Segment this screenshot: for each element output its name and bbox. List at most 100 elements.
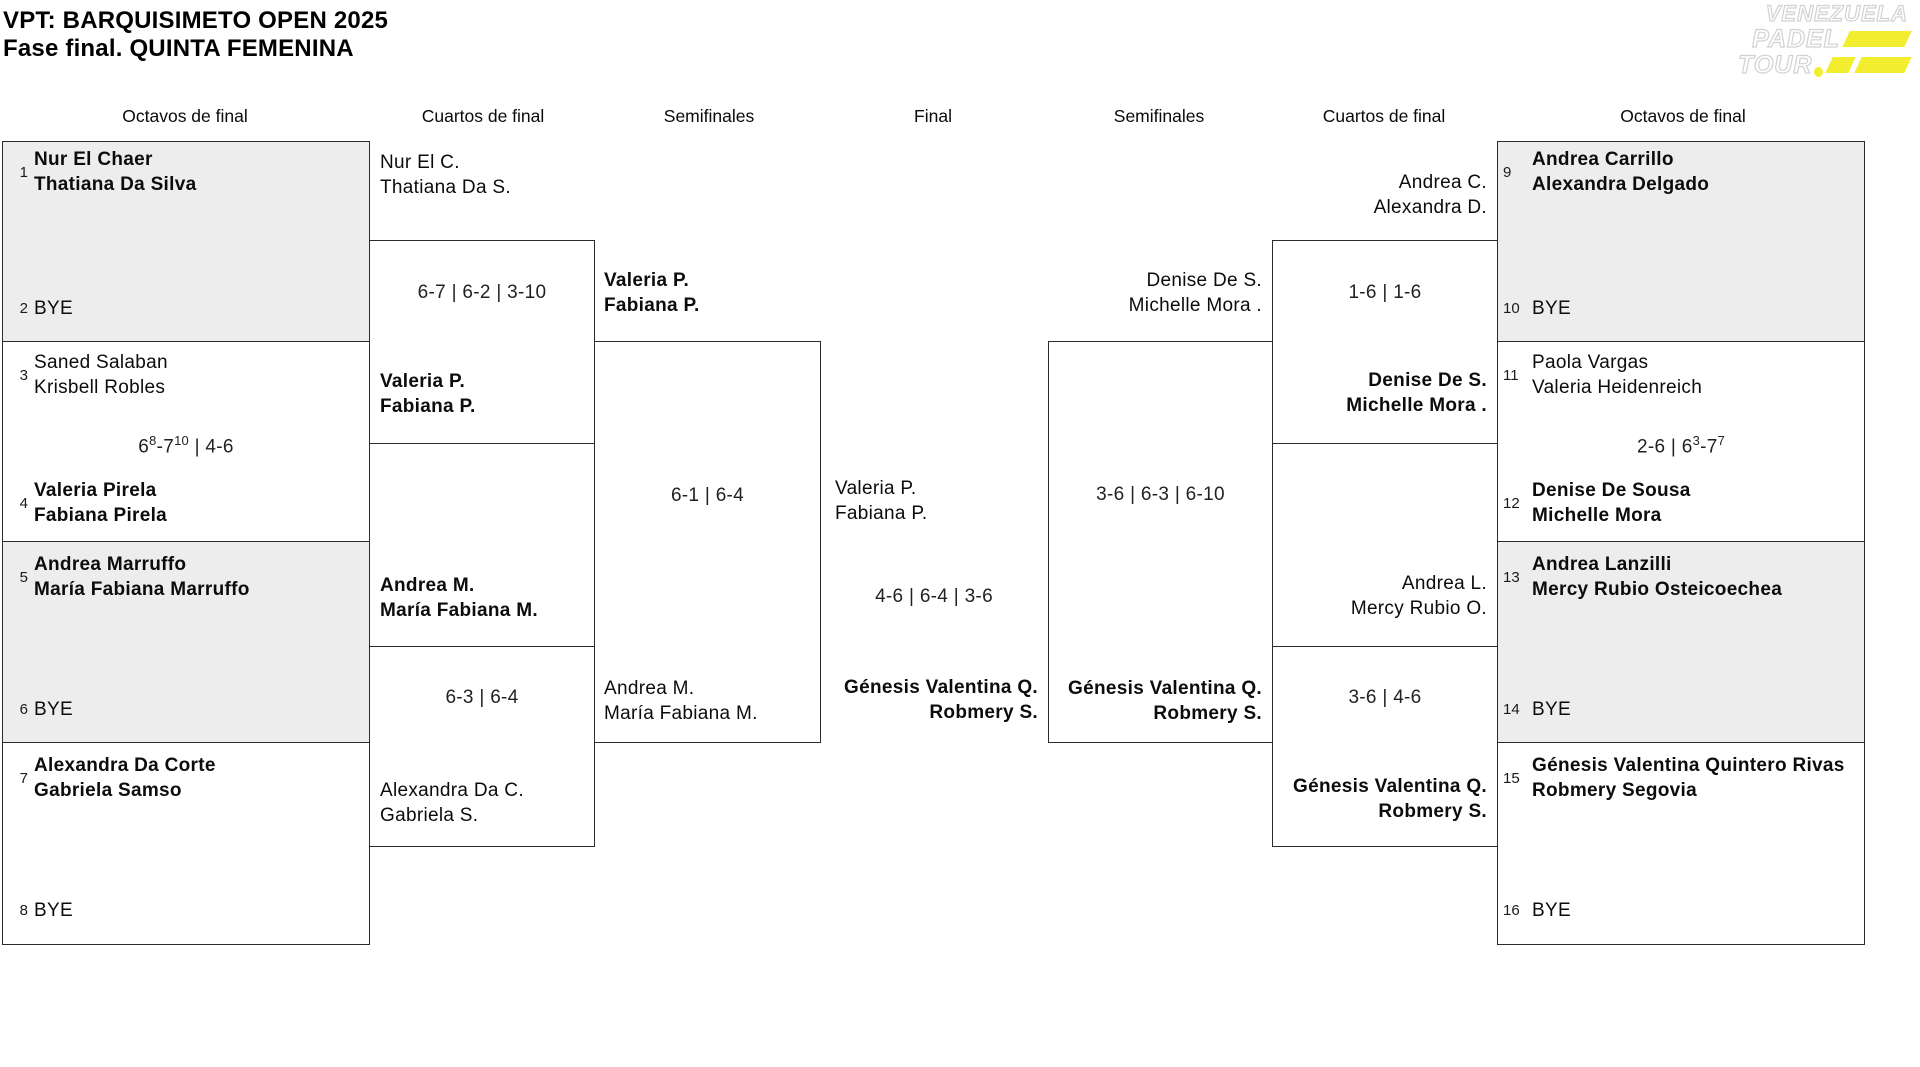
- bye-label: BYE: [34, 900, 73, 921]
- player-name: Valeria P.: [835, 478, 917, 499]
- sf-left-score: 6-1 | 6-4: [670, 485, 745, 506]
- player-name: Robmery Segovia: [1532, 780, 1697, 801]
- qf-right-1-score: 1-6 | 1-6: [1348, 282, 1422, 303]
- match-score-r16-right-2: 2-6 | 63-77: [1636, 433, 1726, 458]
- sf-left-bottom-team: Andrea M.María Fabiana M.: [604, 676, 758, 726]
- qf-left-1-top-team: Nur El C. Thatiana Da S.: [380, 150, 511, 200]
- seed-number: 8: [19, 902, 28, 919]
- logo-yellow-dot-icon: [1814, 67, 1824, 77]
- qf-left-1-bottom-team: Valeria P. Fabiana P.: [380, 369, 476, 419]
- player-name: Andrea L.: [1401, 573, 1487, 594]
- player-name: Krisbell Robles: [34, 377, 166, 398]
- logo-row-1: VENEZUELA: [1738, 2, 1908, 25]
- player-name: Paola Vargas: [1532, 352, 1649, 373]
- logo-text-padel: PADEL: [1752, 25, 1840, 53]
- player-name: Fabiana P.: [604, 295, 700, 316]
- player-name: Thatiana Da S.: [380, 177, 511, 198]
- bye-label: BYE: [34, 699, 73, 720]
- bye-label: BYE: [1532, 900, 1571, 921]
- player-name: Michelle Mora .: [1128, 295, 1262, 316]
- player-name: Michelle Mora .: [1346, 395, 1487, 416]
- round-header-final: Final: [914, 106, 952, 126]
- seed-number: 10: [1503, 300, 1520, 317]
- round-header-cuartos-left: Cuartos de final: [421, 106, 545, 126]
- player-name: Denise De S.: [1146, 270, 1262, 291]
- player-name: Andrea C.: [1398, 172, 1487, 193]
- logo-row-3: TOUR: [1737, 52, 1912, 78]
- final-left-team: Valeria P.Fabiana P.: [835, 476, 927, 526]
- match-box-r16-right-3: [1497, 541, 1865, 743]
- sf-right-bottom-team: Génesis Valentina Q.Robmery S.: [1048, 676, 1262, 726]
- phase-subtitle: Fase final. QUINTA FEMENINA: [3, 35, 354, 62]
- player-name: Gabriela Samso: [34, 780, 182, 801]
- qf-right-2-bottom-team: Génesis Valentina Q. Robmery S.: [1272, 774, 1487, 824]
- sf-right-score: 3-6 | 6-3 | 6-10: [1096, 484, 1225, 505]
- seed-number: 4: [19, 494, 28, 512]
- player-name: Nur El Chaer: [34, 149, 153, 170]
- player-name: Alexandra Da Corte: [34, 755, 216, 776]
- seed-number: 5: [19, 568, 28, 586]
- player-name: Nur El C.: [380, 152, 460, 173]
- player-name: Saned Salaban: [34, 352, 168, 373]
- team-row-seed-16: 16 BYE: [1503, 898, 1571, 923]
- player-name: Génesis Valentina Q.: [1293, 776, 1487, 797]
- qf-right-1-bottom-team: Denise De S. Michelle Mora .: [1272, 368, 1487, 418]
- match-box-r16-right-4: [1497, 742, 1865, 945]
- player-name: Mercy Rubio O.: [1350, 598, 1487, 619]
- qf-left-2-score: 6-3 | 6-4: [445, 687, 519, 708]
- logo-yellow-bar-icon: [1842, 31, 1912, 47]
- match-box-r16-right-2: [1497, 341, 1865, 542]
- match-box-r16-left-4: [2, 742, 370, 945]
- player-name: Thatiana Da Silva: [34, 174, 197, 195]
- player-name: Robmery S.: [929, 702, 1038, 723]
- team-row-seed-6: 6 BYE: [6, 697, 73, 722]
- logo-yellow-bar-small-icon: [1825, 57, 1856, 73]
- player-name: Michelle Mora: [1532, 505, 1662, 526]
- player-name: Génesis Valentina Q.: [844, 677, 1038, 698]
- final-score: 4-6 | 6-4 | 3-6: [875, 586, 993, 607]
- match-box-qf-right-1: [1272, 240, 1498, 444]
- player-name: Robmery S.: [1378, 801, 1487, 822]
- page-title: VPT: BARQUISIMETO OPEN 2025 Fase final. …: [3, 7, 388, 63]
- match-box-r16-left-2: [2, 341, 370, 542]
- player-name: Mercy Rubio Osteicoechea: [1532, 579, 1783, 600]
- round-header-semis-left: Semifinales: [663, 106, 755, 126]
- team-row-seed-14: 14 BYE: [1503, 697, 1571, 722]
- player-name: María Fabiana M.: [380, 600, 538, 621]
- seed-number: 2: [19, 300, 28, 317]
- seed-number: 13: [1503, 568, 1520, 586]
- match-box-r16-right-1: [1497, 141, 1865, 342]
- player-name: Fabiana P.: [380, 396, 476, 417]
- player-name: Andrea M.: [380, 575, 475, 596]
- match-box-sf-left: [594, 341, 821, 743]
- seed-number: 6: [19, 701, 28, 718]
- player-name: Denise De Sousa: [1532, 480, 1691, 501]
- match-score-r16-left-2: 68-710 | 4-6: [138, 433, 234, 458]
- match-box-sf-right: [1048, 341, 1273, 743]
- team-row-seed-8: 8 BYE: [6, 898, 73, 923]
- seed-number: 3: [19, 366, 28, 384]
- bye-label: BYE: [34, 298, 73, 319]
- player-name: Denise De S.: [1368, 370, 1487, 391]
- qf-left-1-score: 6-7 | 6-2 | 3-10: [417, 282, 547, 303]
- match-box-qf-right-2: [1272, 646, 1498, 847]
- player-name: Gabriela S.: [380, 805, 479, 826]
- final-right-team-champion: Génesis Valentina Q. Robmery S.: [826, 675, 1038, 725]
- seed-number: 14: [1503, 701, 1520, 718]
- seed-number: 11: [1503, 366, 1519, 384]
- player-name: Génesis Valentina Quintero Rivas: [1532, 755, 1845, 776]
- seed-number: 12: [1503, 494, 1520, 512]
- sf-right-top-team: Denise De S. Michelle Mora .: [1048, 268, 1262, 318]
- player-name: Alexandra D.: [1373, 197, 1487, 218]
- logo-yellow-bar-large-icon: [1853, 57, 1912, 73]
- player-name: Fabiana Pirela: [34, 505, 168, 526]
- player-name: Valeria P.: [380, 371, 466, 392]
- match-box-r16-left-1: [2, 141, 370, 342]
- player-name: Valeria Heidenreich: [1532, 377, 1703, 398]
